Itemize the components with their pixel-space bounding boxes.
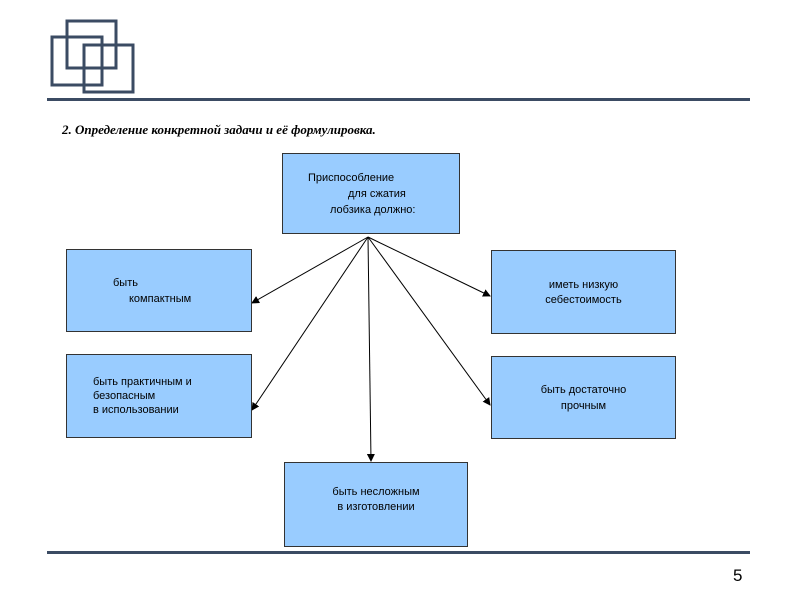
simple-line-1: быть несложным [332,486,420,498]
header-rule [47,98,750,101]
arrow-to-compact [251,236,369,304]
logo-squares [50,19,135,94]
root-line-2: для сжатия [348,188,406,200]
simple-line-2: в изготовлении [337,501,415,513]
page-number: 5 [733,566,743,585]
durable-line-2: прочным [560,400,607,412]
slide-heading: 2. Определение конкретной задачи и её фо… [62,122,376,137]
root-box: Приспособление для сжатия лобзика должно… [282,153,460,234]
compact-line-2: компактным [129,293,192,305]
arrow-to-cheap [367,236,491,297]
cheap-line-1: иметь низкую [548,279,619,291]
box-cheap: иметь низкую себестоимость [491,250,676,334]
logo-square-1 [50,35,104,87]
root-line-3: лобзика должно: [330,204,416,216]
box-compact: быть компактным [66,249,252,332]
box-simple: быть несложным в изготовлении [284,462,468,547]
cheap-line-2: себестоимость [545,294,622,306]
arrow-to-practical [251,236,369,411]
practical-line-2: безопасным [93,390,156,402]
box-practical: быть практичным и безопасным в использов… [66,354,252,438]
box-durable: быть достаточно прочным [491,356,676,439]
footer-rule [47,551,750,554]
durable-line-1: быть достаточно [540,384,627,396]
root-line-1: Приспособление [308,172,395,184]
arrow-to-simple [366,236,375,462]
practical-line-3: в использовании [93,404,179,416]
logo-square-3 [82,43,135,94]
arrow-to-durable [367,236,491,406]
practical-line-1: быть практичным и [93,376,192,388]
compact-line-1: быть [113,277,138,289]
